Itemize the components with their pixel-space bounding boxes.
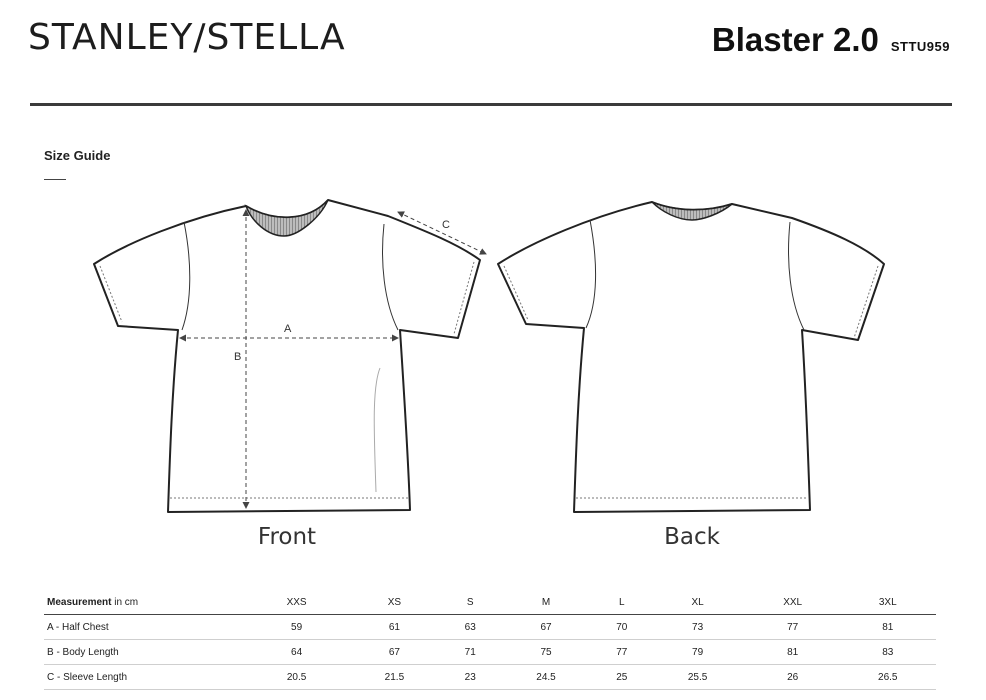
size-header: L — [619, 596, 625, 608]
tshirt-back-illustration — [497, 201, 885, 513]
table-cell: 20.5 — [286, 671, 307, 683]
table-cell: 64 — [291, 646, 303, 658]
table-cell: 25.5 — [687, 671, 708, 683]
table-row: B - Body Length 64 67 71 75 77 79 81 83 — [44, 640, 936, 665]
table-cell: 75 — [540, 646, 552, 658]
size-header: 3XL — [878, 596, 897, 608]
table-row: C - Sleeve Length 20.5 21.5 23 24.5 25 2… — [44, 665, 936, 690]
table-cell: 23 — [464, 671, 476, 683]
row-label: A - Half Chest — [47, 621, 109, 633]
table-cell: 81 — [787, 646, 799, 658]
back-caption: Back — [664, 524, 720, 550]
size-table: Measurement in cm XXS XS S M L XL XXL 3X… — [44, 590, 936, 690]
front-caption: Front — [257, 524, 317, 550]
header-divider — [30, 103, 952, 106]
table-cell: 25 — [616, 671, 628, 683]
dimension-c-label: C — [442, 219, 450, 231]
table-cell: 21.5 — [384, 671, 405, 683]
brand-logo: STANLEY/STELLA — [28, 17, 346, 58]
table-cell: 70 — [616, 621, 628, 633]
tshirt-front-illustration: A B C — [93, 199, 487, 513]
size-header: XXS — [286, 596, 307, 608]
dimension-b-label: B — [234, 351, 241, 363]
product-code: STTU959 — [890, 39, 950, 54]
product-title: Blaster 2.0 STTU959 — [712, 18, 950, 62]
size-header: M — [541, 596, 551, 608]
table-cell: 63 — [464, 621, 476, 633]
measurement-header: Measurement in cm — [44, 590, 247, 615]
table-cell: 83 — [882, 646, 894, 658]
table-cell: 73 — [692, 621, 704, 633]
row-label: C - Sleeve Length — [47, 671, 128, 683]
size-table-header-row: Measurement in cm XXS XS S M L XL XXL 3X… — [44, 590, 936, 615]
table-cell: 24.5 — [536, 671, 556, 683]
size-header: XXL — [783, 596, 803, 608]
measurement-unit: in cm — [111, 596, 139, 608]
dimension-a-label: A — [284, 323, 292, 335]
table-cell: 26.5 — [878, 671, 898, 683]
table-cell: 77 — [787, 621, 799, 633]
table-row: A - Half Chest 59 61 63 67 70 73 77 81 — [44, 615, 936, 640]
row-label: B - Body Length — [47, 646, 119, 658]
table-cell: 67 — [540, 621, 552, 633]
table-cell: 61 — [388, 621, 400, 633]
section-underline — [44, 179, 66, 180]
measurement-label: Measurement — [47, 596, 112, 608]
size-header: XL — [691, 596, 704, 608]
product-name: Blaster 2.0 — [711, 21, 879, 58]
size-header: XS — [387, 596, 402, 608]
table-cell: 79 — [692, 646, 704, 658]
size-header: S — [466, 596, 474, 608]
table-cell: 71 — [464, 646, 476, 658]
table-cell: 59 — [291, 621, 303, 633]
table-cell: 67 — [388, 646, 400, 658]
table-cell: 26 — [787, 671, 799, 683]
table-cell: 77 — [616, 646, 628, 658]
table-cell: 81 — [882, 621, 894, 633]
section-title: Size Guide — [44, 148, 111, 163]
